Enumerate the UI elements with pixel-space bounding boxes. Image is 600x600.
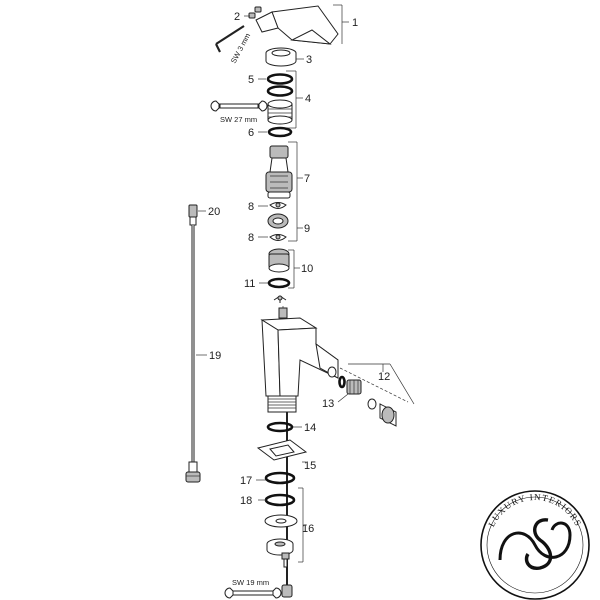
lever-handle bbox=[255, 5, 339, 45]
callout-5: 5 bbox=[248, 74, 254, 86]
callout-18: 18 bbox=[240, 495, 252, 507]
base-seal bbox=[266, 421, 294, 433]
luxury-interiors-logo: LUXURY INTERIORS bbox=[480, 490, 590, 600]
callout-14: 14 bbox=[304, 422, 316, 434]
callout-12: 12 bbox=[378, 371, 390, 383]
o-ring bbox=[266, 85, 294, 97]
hex-key-icon bbox=[215, 25, 245, 53]
grub-screw bbox=[248, 6, 262, 19]
callout-16: 16 bbox=[302, 523, 314, 535]
hose-connector bbox=[281, 584, 293, 598]
callout-15: 15 bbox=[304, 460, 316, 472]
callout-1: 1 bbox=[352, 17, 358, 29]
rubber-washer bbox=[264, 493, 296, 507]
spring-seal bbox=[269, 202, 287, 209]
callout-11: 11 bbox=[244, 278, 255, 290]
aerator-housing bbox=[379, 403, 397, 427]
callout-10: 10 bbox=[301, 263, 313, 275]
seal-holder bbox=[267, 213, 289, 229]
callout-19: 19 bbox=[209, 350, 221, 362]
callout-6: 6 bbox=[248, 127, 254, 139]
diverter-insert bbox=[268, 248, 290, 273]
gasket bbox=[264, 471, 296, 485]
wrench-icon bbox=[210, 100, 268, 112]
callout-7: 7 bbox=[304, 173, 310, 185]
o-ring bbox=[267, 126, 293, 138]
threaded-nut bbox=[267, 99, 293, 125]
o-ring bbox=[267, 277, 291, 289]
callout-4: 4 bbox=[305, 93, 311, 105]
wrench-icon bbox=[224, 587, 282, 599]
cover-cap bbox=[265, 47, 297, 67]
hex-key-label: SW 3 mm bbox=[229, 32, 252, 65]
callout-20: 20 bbox=[208, 206, 220, 218]
metal-washer bbox=[264, 514, 298, 528]
cartridge bbox=[265, 145, 293, 199]
flexible-hose bbox=[185, 204, 201, 483]
spring-seal bbox=[269, 234, 287, 241]
aerator-washer bbox=[367, 398, 377, 410]
fixing-nut bbox=[266, 538, 294, 556]
callout-17: 17 bbox=[240, 475, 252, 487]
callout-3: 3 bbox=[306, 54, 312, 66]
base-plate bbox=[256, 439, 308, 461]
wrench-top-label: SW 27 mm bbox=[220, 115, 257, 124]
o-ring bbox=[266, 73, 294, 85]
callout-2: 2 bbox=[234, 11, 240, 23]
callout-8a: 8 bbox=[248, 201, 254, 213]
aerator-o-ring bbox=[338, 375, 346, 389]
callout-9: 9 bbox=[304, 223, 310, 235]
aerator-insert bbox=[346, 379, 362, 395]
wrench-bottom-label: SW 19 mm bbox=[232, 578, 269, 587]
callout-8b: 8 bbox=[248, 232, 254, 244]
fixing-bolt bbox=[281, 552, 290, 568]
callout-13: 13 bbox=[322, 398, 334, 410]
retaining-clip bbox=[273, 295, 287, 303]
faucet-body bbox=[260, 307, 339, 413]
